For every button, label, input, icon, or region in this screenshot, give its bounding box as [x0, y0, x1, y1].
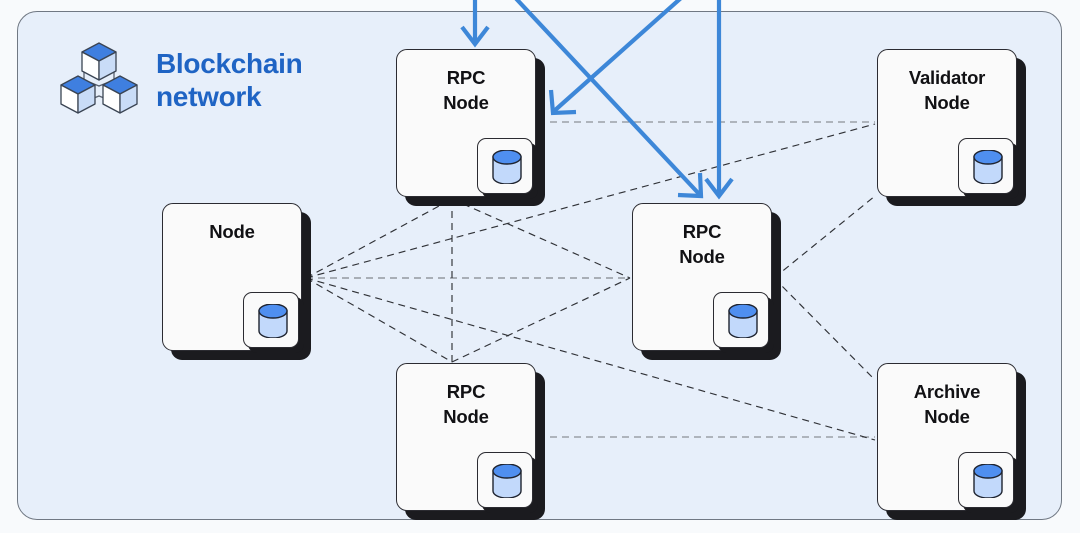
node-body [877, 49, 1017, 197]
node-card-rpc-node-top-left[interactable]: RPC Node [396, 49, 545, 206]
cube-bottom-right [102, 75, 138, 114]
database-chip [713, 292, 774, 353]
database-cylinder-icon [713, 292, 769, 348]
database-chip [477, 138, 538, 199]
database-chip [958, 452, 1019, 513]
database-cylinder-icon [477, 138, 533, 194]
database-chip [958, 138, 1019, 199]
database-cylinder-icon [243, 292, 299, 348]
node-label: RPC Node [679, 221, 725, 268]
node-label: Validator Node [908, 67, 986, 114]
node-card-rpc-node-center[interactable]: RPC Node [632, 203, 781, 360]
node-label: Archive Node [913, 381, 981, 428]
node-label: Node [209, 221, 255, 242]
database-cylinder-icon [958, 138, 1014, 194]
network-header: Blockchain network [60, 40, 303, 121]
cube-bottom-left [60, 75, 96, 114]
cube-top [81, 42, 117, 81]
node-card-validator-node[interactable]: Validator Node [877, 49, 1026, 206]
network-title: Blockchain network [156, 48, 303, 112]
blockchain-cubes-icon [60, 40, 138, 121]
database-cylinder-icon [477, 452, 533, 508]
node-label: RPC Node [443, 381, 489, 428]
database-chip [477, 452, 538, 513]
node-card-node[interactable]: Node [162, 203, 311, 360]
node-label: RPC Node [443, 67, 489, 114]
database-chip [243, 292, 304, 353]
node-card-archive-node[interactable]: Archive Node [877, 363, 1026, 520]
database-cylinder-icon [958, 452, 1014, 508]
node-card-rpc-node-bottom-left[interactable]: RPC Node [396, 363, 545, 520]
